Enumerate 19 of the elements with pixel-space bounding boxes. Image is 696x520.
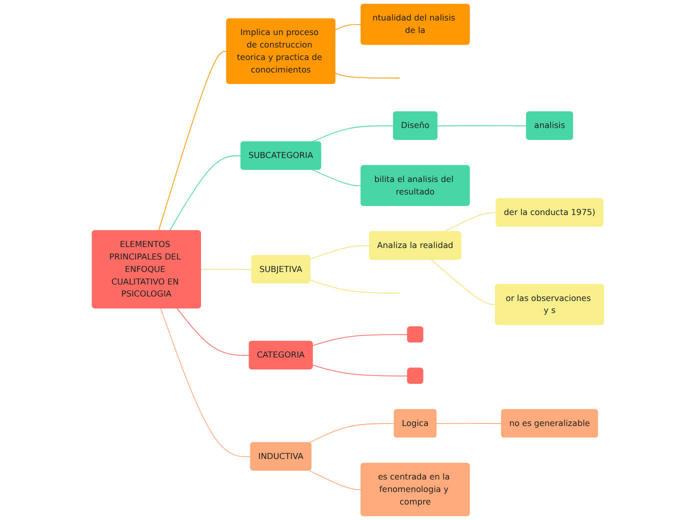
connector (310, 280, 400, 294)
connector (312, 125, 394, 142)
connector (312, 334, 408, 346)
connector (308, 423, 395, 444)
connector (437, 125, 528, 126)
connector (334, 24, 362, 30)
connector (160, 308, 252, 458)
connector (436, 423, 502, 424)
connector (312, 169, 362, 186)
connector (334, 72, 400, 78)
connector (169, 155, 242, 232)
connector (308, 470, 362, 490)
connector (158, 51, 228, 232)
connector (310, 245, 370, 260)
connector (443, 212, 497, 232)
connector (312, 364, 408, 376)
connector (200, 269, 252, 270)
connector (430, 259, 496, 306)
connector (176, 308, 250, 356)
